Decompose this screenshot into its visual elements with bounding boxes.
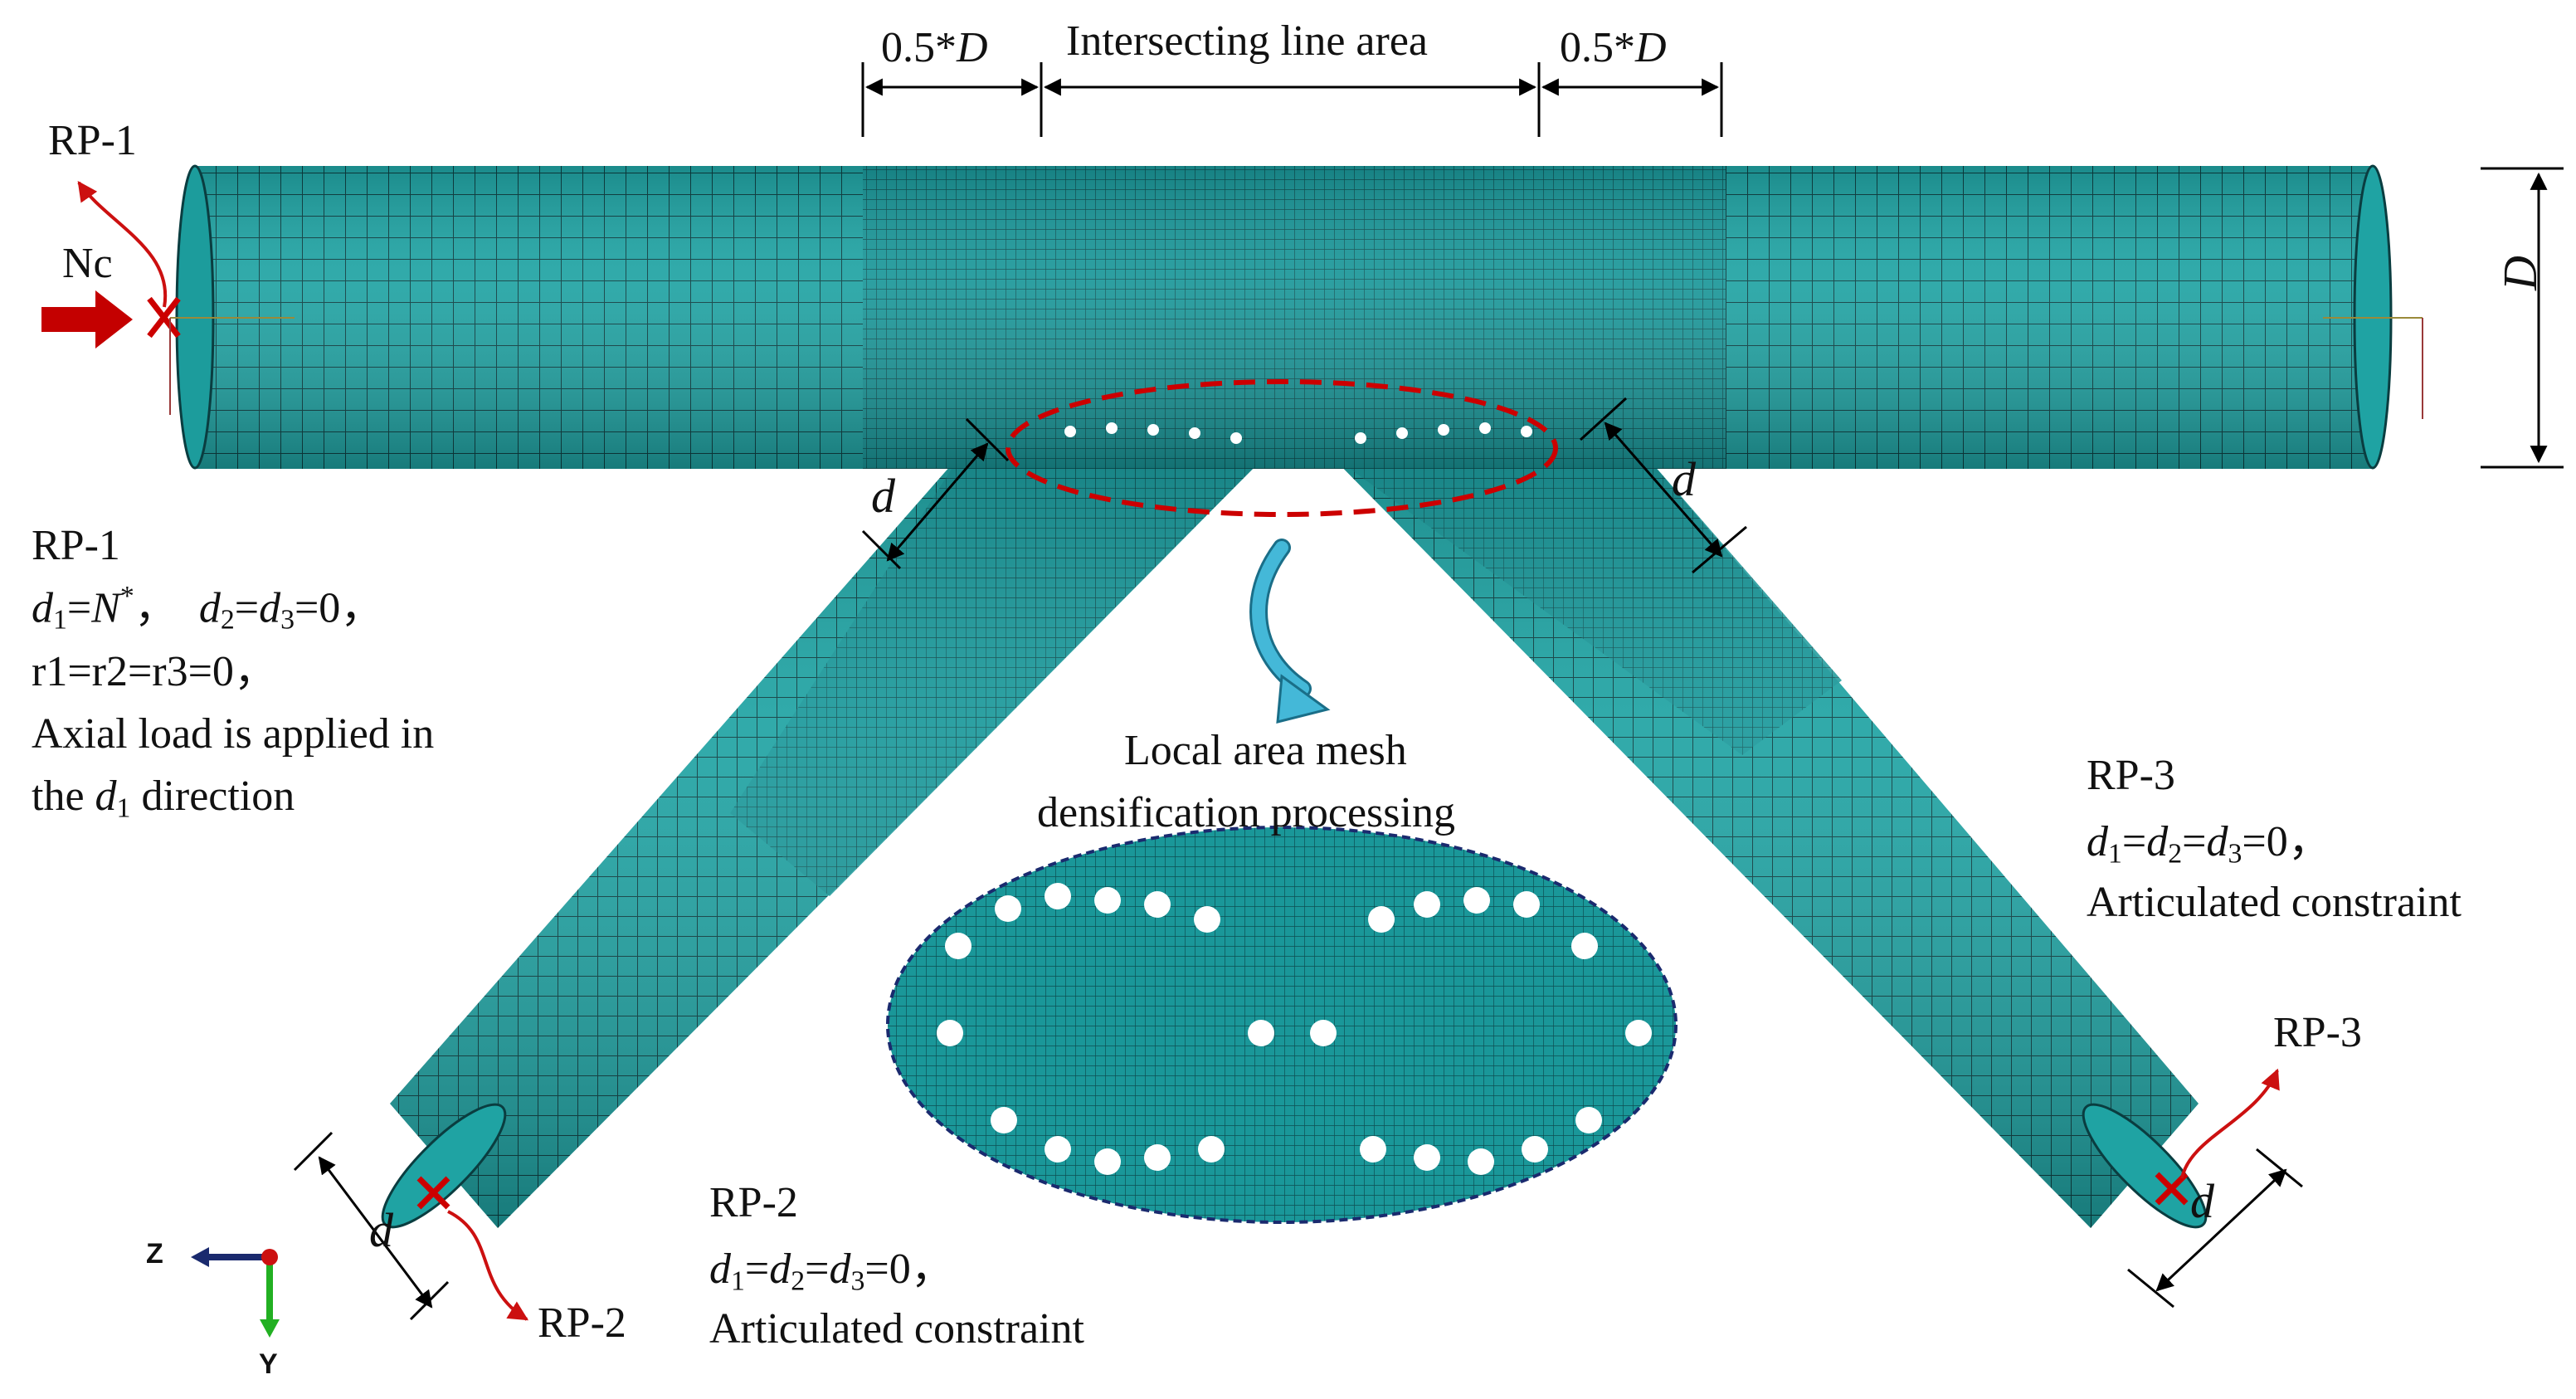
rp2-d2: d: [769, 1245, 791, 1293]
rp2-marker: [416, 1176, 529, 1321]
rp2-zero: =0，: [864, 1245, 954, 1293]
rp2-eq2: =: [805, 1245, 830, 1293]
rp2-eq1: =: [744, 1245, 770, 1293]
dim-intersecting-line-area: Intersecting line area: [1066, 17, 1428, 65]
rp3-marker-label: RP-3: [2273, 1009, 2362, 1056]
inset-caption-line2: densification processing: [1037, 789, 1455, 836]
rp1-l1-eq1: =: [66, 584, 92, 632]
rp2-title: RP-2: [709, 1179, 798, 1226]
rp1-line2: r1=r2=r3=0，: [32, 648, 277, 695]
right-end-d-label: d: [2190, 1174, 2214, 1228]
inset-holes: [937, 883, 1652, 1175]
dim-half-d-left-var: D: [957, 24, 988, 71]
rp3-d1: d: [2087, 818, 2108, 865]
intersection-holes: [1064, 422, 1532, 444]
curved-arrow: [1249, 539, 1331, 724]
left-end-d-label: d: [369, 1203, 393, 1257]
rp1-l1-d1: d: [32, 584, 53, 632]
rp1-l4-c: direction: [130, 773, 295, 820]
rp1-title: RP-1: [32, 522, 120, 569]
inset-mesh-ellipse: [886, 826, 1678, 1224]
rp1-l1-d2-sub: 2: [220, 604, 235, 636]
rp2-line2: Articulated constraint: [709, 1305, 1084, 1353]
right-brace-dimension: [1579, 397, 1747, 574]
dim-half-d-left: 0.5*D: [881, 23, 988, 73]
rp2-marker-label: RP-2: [538, 1299, 626, 1347]
intersection-dashed-ellipse: [1006, 379, 1558, 517]
dim-half-d-right-prefix: 0.5*: [1560, 24, 1635, 71]
rp1-l1-d1-sub: 1: [53, 604, 67, 636]
inset-caption-line1: Local area mesh: [1124, 727, 1407, 774]
rp2-line1: d1=d2=d3=0，: [709, 1245, 954, 1298]
rp1-line3: Axial load is applied in: [32, 710, 435, 758]
rp2-d2-sub: 2: [791, 1265, 806, 1297]
rp3-eq2: =: [2182, 818, 2207, 865]
rp2-d1: d: [709, 1245, 731, 1293]
rp3-title: RP-3: [2087, 752, 2175, 799]
rp1-l1-d2: d: [198, 584, 221, 632]
rp1-line4: the d1 direction: [32, 772, 295, 825]
rp1-l1-n-sup: *: [119, 581, 134, 612]
rp3-eq1: =: [2121, 818, 2147, 865]
rp1-line1: d1=N*， d2=d3=0，: [32, 581, 383, 637]
right-end-dimension: [2127, 1148, 2303, 1309]
top-dimension-lines: [861, 62, 1723, 137]
rp1-l1-d3-sub: 3: [280, 604, 295, 636]
rp3-d3-sub: 3: [2228, 838, 2242, 870]
rp3-line1: d1=d2=d3=0，: [2087, 817, 2331, 870]
rp3-line2: Articulated constraint: [2087, 879, 2462, 926]
left-brace-d-label: d: [871, 469, 895, 523]
triad-z-label: Z: [146, 1238, 163, 1270]
rp3-marker: [2155, 1068, 2280, 1206]
rp1-top-label: RP-1: [48, 117, 137, 164]
rp2-d1-sub: 1: [731, 1265, 745, 1297]
rp1-l1-zero: =0，: [294, 584, 384, 632]
left-end-dimension: [293, 1131, 450, 1321]
rp3-d2-sub: 2: [2168, 838, 2183, 870]
load-label: Nc: [62, 240, 113, 287]
rp1-l1-n: N: [91, 584, 120, 632]
rp1-right-axes: [2323, 317, 2423, 419]
dim-half-d-right-var: D: [1635, 24, 1667, 71]
triad-y-label: Y: [259, 1348, 278, 1380]
dim-half-d-right: 0.5*D: [1560, 23, 1667, 73]
rp1-marker: [41, 181, 295, 415]
chord-tube: [175, 164, 2393, 470]
rp1-l1-comma: ，: [134, 584, 178, 632]
rp3-zero: =0，: [2242, 818, 2331, 865]
right-brace: [1327, 452, 2208, 1229]
dim-half-d-left-prefix: 0.5*: [881, 24, 957, 71]
left-brace: [381, 452, 1269, 1229]
chord-diameter-dimension: [2481, 167, 2564, 469]
left-brace-dimension: [861, 417, 1010, 570]
rp2-d3: d: [829, 1245, 851, 1293]
rp2-d3-sub: 3: [850, 1265, 865, 1297]
coordinate-triad: [191, 1247, 280, 1338]
right-brace-d-label: d: [1672, 452, 1696, 506]
rp3-d2: d: [2146, 818, 2169, 865]
chord-diameter-label: D: [2493, 256, 2547, 290]
rp3-d3: d: [2206, 818, 2228, 865]
rp1-l4-a: the: [32, 773, 95, 820]
rp1-l4-d-sub: 1: [116, 792, 131, 824]
rp1-l4-d: d: [95, 773, 117, 820]
rp1-l1-d3: d: [259, 584, 281, 632]
rp3-d1-sub: 1: [2108, 838, 2122, 870]
rp1-l1-eq2: =: [234, 584, 260, 632]
